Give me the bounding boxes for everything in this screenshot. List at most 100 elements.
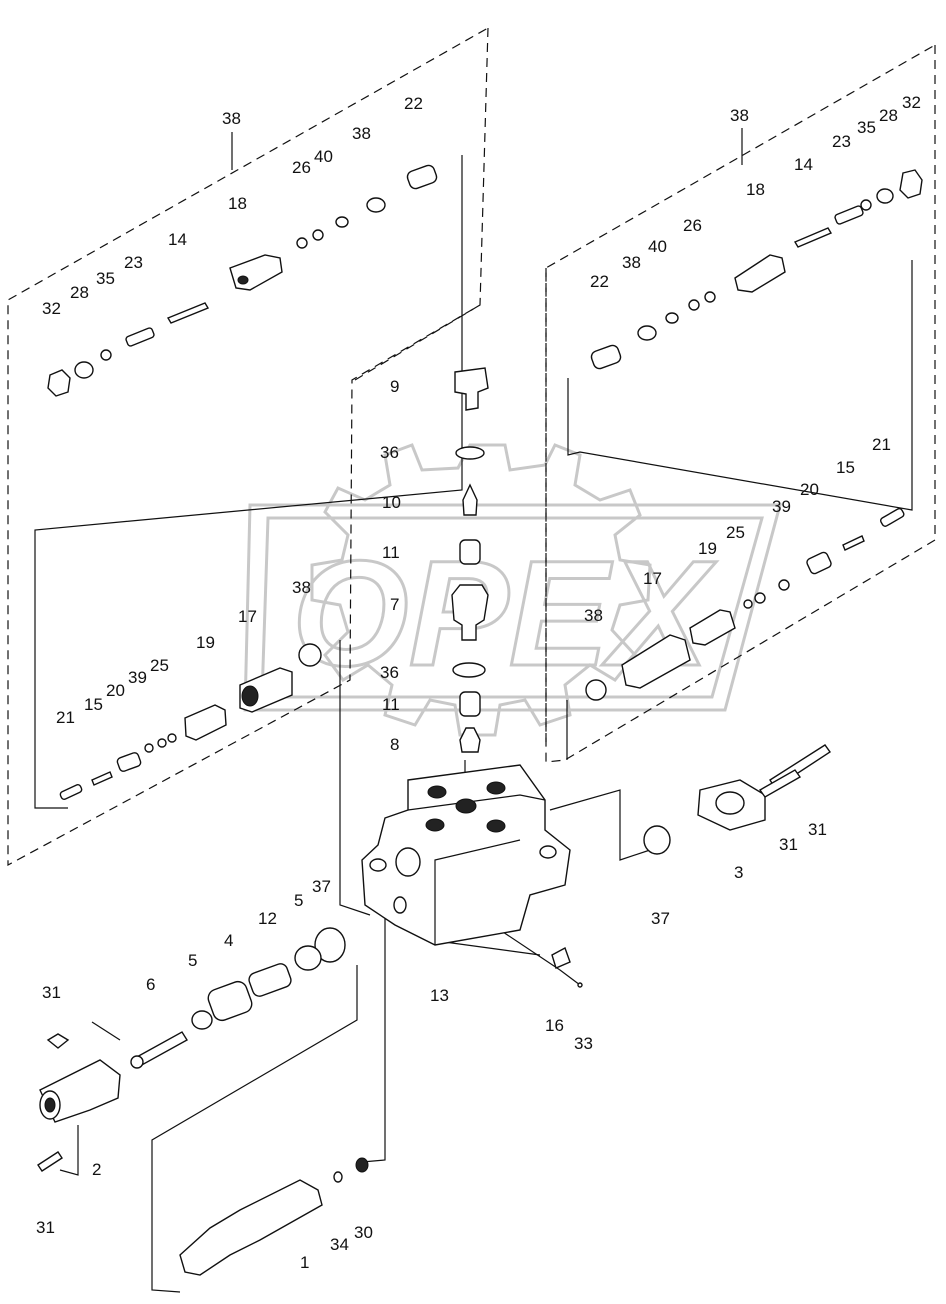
part-labels: 3838222640181423352832382335283214182640… — [36, 93, 921, 1272]
plate-16 — [551, 946, 571, 969]
check-10 — [462, 483, 478, 516]
o-ring-26a-right — [704, 291, 716, 303]
poppet-7 — [451, 584, 489, 641]
part-label-22-left: 22 — [404, 94, 423, 113]
part-label-38-right-b: 38 — [622, 253, 641, 272]
part-label-16: 16 — [545, 1016, 564, 1035]
part-label-15-right: 15 — [836, 458, 855, 477]
part-label-13: 13 — [430, 986, 449, 1005]
pin-14-right — [793, 227, 833, 248]
valve-body-13 — [361, 764, 571, 946]
sleeve-19-left — [184, 704, 227, 741]
bolt-31-left-bottom — [37, 1151, 63, 1172]
screw-33 — [577, 982, 583, 988]
part-label-5-b: 5 — [188, 951, 197, 970]
part-label-8: 8 — [390, 735, 399, 754]
part-label-31-left-bottom: 31 — [36, 1218, 55, 1237]
part-label-40-left: 40 — [314, 147, 333, 166]
o-ring-36b — [452, 662, 486, 678]
part-label-22-right: 22 — [590, 272, 609, 291]
part-label-32-right: 32 — [902, 93, 921, 112]
washer-5-left — [191, 1010, 213, 1030]
part-label-31-right: 31 — [779, 835, 798, 854]
spring-21-right — [880, 507, 905, 527]
center-dashed-column — [354, 268, 547, 745]
part-label-6: 6 — [146, 975, 155, 994]
pin-15-left — [91, 771, 113, 786]
part-label-1: 1 — [300, 1253, 309, 1272]
part-label-37-left: 37 — [312, 877, 331, 896]
o-ring-40-left — [335, 216, 349, 228]
o-ring-37-left — [314, 927, 346, 963]
o-ring-38-mid-left — [298, 643, 322, 667]
part-label-2: 2 — [92, 1160, 101, 1179]
plug-30 — [355, 1157, 369, 1173]
right-relief-assembly — [585, 507, 905, 701]
part-label-20-left: 20 — [106, 681, 125, 700]
part-label-21-left: 21 — [56, 708, 75, 727]
center-column-parts — [451, 367, 489, 753]
spring-11a — [459, 539, 481, 565]
part-label-39-right: 39 — [772, 497, 791, 516]
part-label-3: 3 — [734, 863, 743, 882]
plug-18-left — [229, 254, 283, 291]
o-ring-36a — [455, 446, 485, 460]
part-label-30: 30 — [354, 1223, 373, 1242]
part-label-25-right: 25 — [726, 523, 745, 542]
upper-left-valve-assembly — [47, 164, 438, 397]
part-label-28-left: 28 — [70, 283, 89, 302]
o-ring-25b-left — [157, 738, 167, 748]
part-label-23-left: 23 — [124, 253, 143, 272]
o-ring-38-left — [366, 197, 386, 213]
o-ring-26b-left — [296, 237, 308, 249]
part-label-36-b: 36 — [380, 663, 399, 682]
pin-14-left — [166, 302, 210, 324]
part-label-7: 7 — [390, 595, 399, 614]
part-label-20-right: 20 — [800, 480, 819, 499]
washer-5-right — [294, 945, 322, 971]
o-ring-26b-right — [688, 299, 700, 311]
seat-20-left — [116, 752, 142, 772]
part-label-19-left: 19 — [196, 633, 215, 652]
part-label-5-a: 5 — [294, 891, 303, 910]
o-ring-40-right — [665, 312, 679, 324]
relief-17-right — [621, 634, 691, 689]
part-label-14-right: 14 — [794, 155, 813, 174]
part-label-14-left: 14 — [168, 230, 187, 249]
part-label-35-left: 35 — [96, 269, 115, 288]
part-label-11-b: 11 — [382, 695, 400, 714]
part-label-21-right: 21 — [872, 435, 891, 454]
plug-28-right — [876, 188, 894, 204]
part-label-31-left-top: 31 — [42, 983, 61, 1002]
nut-32-right — [899, 169, 923, 199]
part-label-23-right: 23 — [832, 132, 851, 151]
part-label-38-top-right: 38 — [730, 106, 749, 125]
part-label-17-right: 17 — [643, 569, 662, 588]
o-ring-39-right — [778, 579, 790, 591]
part-label-15-left: 15 — [84, 695, 103, 714]
cover-3-assembly — [643, 744, 831, 855]
o-ring-35-right — [860, 199, 872, 211]
o-ring-37-right — [643, 825, 671, 855]
spring-22-left — [406, 164, 438, 190]
part-label-38-mid-right: 38 — [584, 606, 603, 625]
part-label-38-top-left: 38 — [222, 109, 241, 128]
spring-21-left — [59, 784, 83, 800]
part-label-33: 33 — [574, 1034, 593, 1053]
spring-23-left — [125, 327, 155, 347]
part-label-4: 4 — [224, 931, 233, 950]
part-label-18-left: 18 — [228, 194, 247, 213]
o-ring-38-right — [637, 325, 657, 341]
part-label-26-left: 26 — [292, 158, 311, 177]
seat-20-right — [806, 551, 832, 575]
o-ring-38-mid-right — [585, 679, 607, 701]
spring-11b — [459, 691, 481, 717]
o-ring-26a-left — [312, 229, 324, 241]
part-label-37-right: 37 — [651, 909, 670, 928]
o-ring-35-left — [100, 349, 112, 361]
part-label-38-upper-left-a: 38 — [352, 124, 371, 143]
bolt-31-lower — [758, 769, 802, 798]
spring-12 — [248, 963, 292, 997]
part-label-28-right: 28 — [879, 106, 898, 125]
